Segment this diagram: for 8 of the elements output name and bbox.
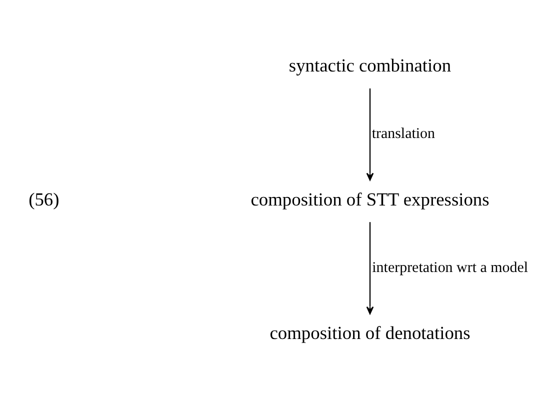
arrow [366, 88, 374, 180]
node-text: syntactic combination [288, 55, 452, 76]
node-text: composition of STT expressions [250, 188, 490, 209]
label: (56) [28, 188, 60, 209]
edge-label: interpretation wrt a model [372, 259, 528, 276]
node-text: composition of denotations [270, 322, 470, 343]
edge-label: translation [372, 126, 436, 142]
arrow [366, 222, 374, 314]
